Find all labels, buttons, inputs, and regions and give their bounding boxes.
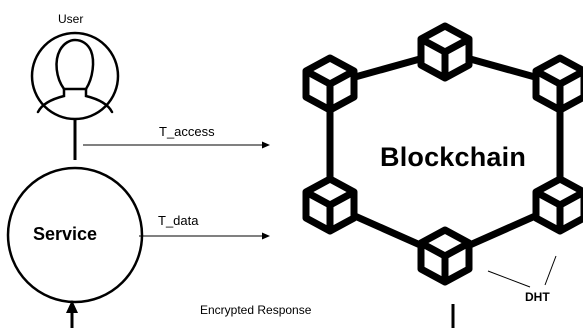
user-label: User [58,12,84,26]
encrypted-response-label: Encrypted Response [200,303,312,317]
dht-callout [487,255,557,288]
t-access-label: T_access [159,124,215,139]
service-node [6,166,144,304]
t-access-arrow [83,141,270,149]
t-data-arrow [139,232,270,240]
service-label: Service [33,224,98,244]
cube-icon [536,58,583,110]
blockchain-label: Blockchain [380,142,527,172]
cube-icon [536,179,583,231]
dht-label: DHT [525,290,550,304]
cube-icon [421,230,469,282]
cube-icon [306,179,354,231]
cube-icon [421,26,469,78]
cube-icon [306,58,354,110]
t-data-label: T_data [158,213,199,228]
encrypted-response-arrow [66,300,78,328]
user-avatar-icon [30,31,120,121]
